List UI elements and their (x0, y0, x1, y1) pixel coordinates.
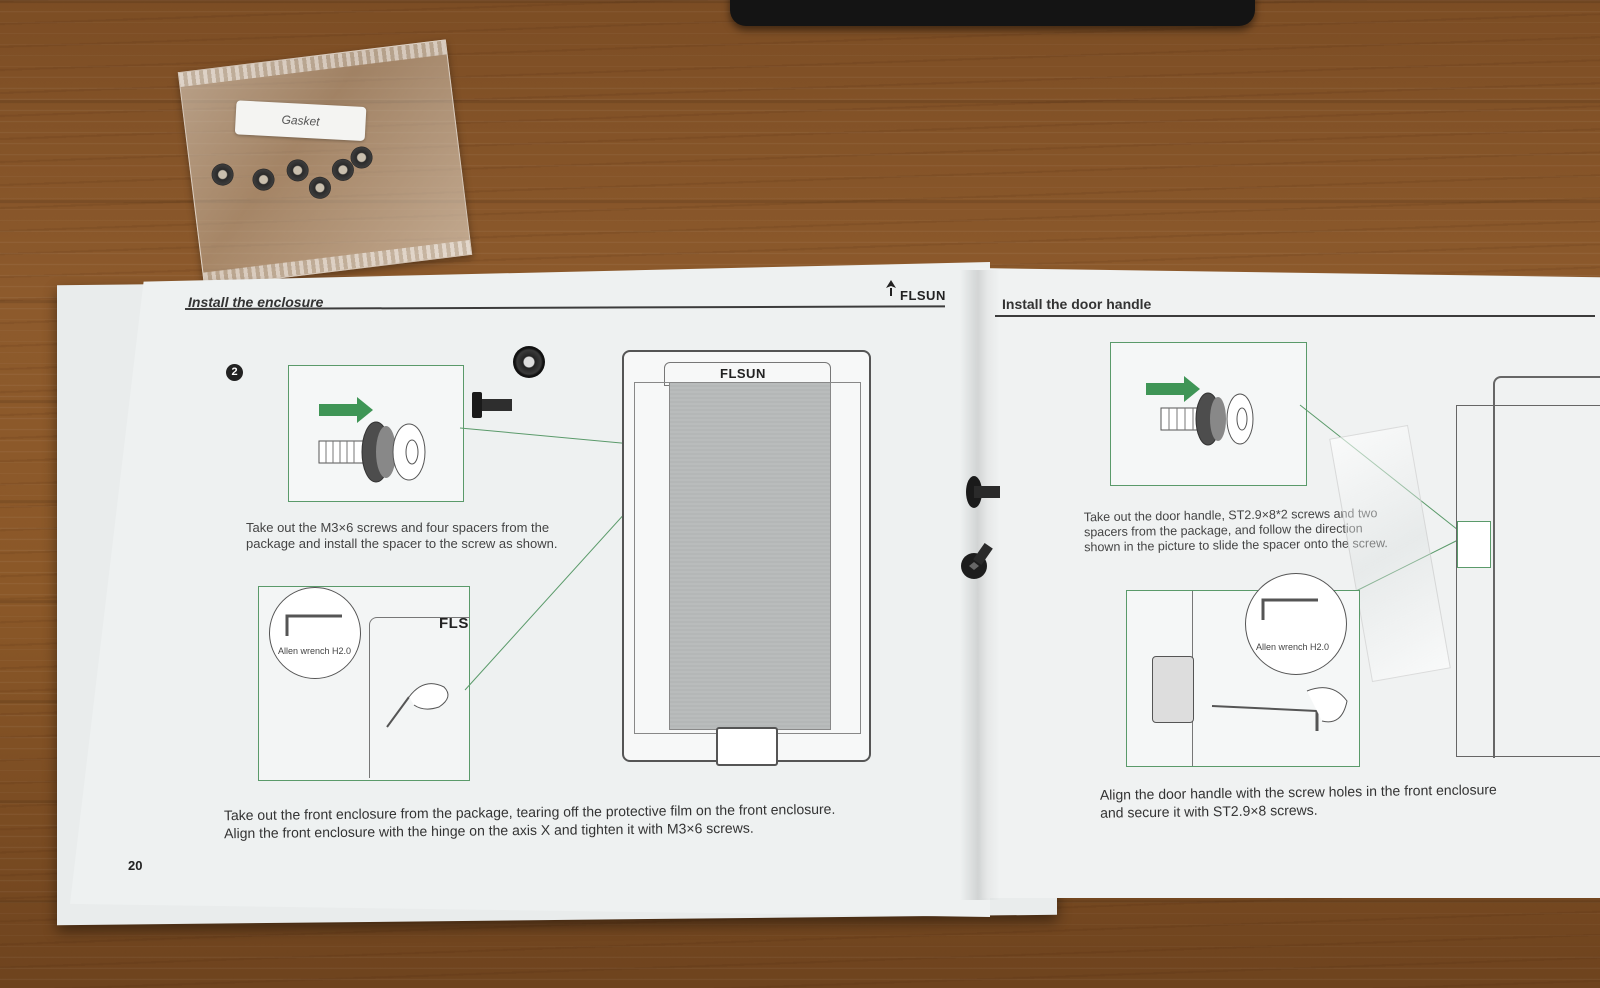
hand-tool-icon (1211, 687, 1348, 731)
gasket-bag: Gasket (177, 39, 473, 288)
washer (285, 158, 310, 183)
washer (251, 167, 276, 192)
allen-wrench-icon (1261, 598, 1318, 620)
screw-spacer-icon (318, 421, 426, 483)
printer-side-view (1456, 376, 1600, 758)
loose-washer (513, 346, 545, 378)
door-handle-detail-illustration: Allen wrench H2.0 (1126, 573, 1360, 767)
loose-screw-icon (961, 542, 993, 579)
instruction-line: package and install the spacer to the sc… (246, 536, 558, 551)
hand-tool-icon (386, 683, 449, 728)
screw-spacer-icon (1160, 392, 1254, 446)
booklet-spine (960, 270, 1000, 900)
washer (307, 175, 333, 201)
page-number: 20 (128, 858, 143, 873)
printer-glass-door (669, 382, 831, 730)
loose-screw-icon (472, 392, 512, 418)
right-page-header: Install the door handle (1002, 296, 1152, 312)
printer-front-enclosure: FLSUN (622, 350, 871, 766)
enclosure-corner-detail (369, 617, 470, 778)
door-handle-spacer-illustration (1110, 342, 1307, 486)
allen-wrench-icon (285, 614, 342, 636)
wrench-callout-circle: Allen wrench H2.0 (269, 587, 361, 679)
left-caption: Take out the front enclosure from the pa… (224, 800, 836, 842)
loose-screw-icon (966, 476, 1000, 508)
instruction-line: Take out the M3×6 screws and four spacer… (246, 520, 550, 535)
gasket-label: Gasket (234, 100, 367, 142)
left-page-header: Install the enclosure (188, 294, 324, 310)
printer-side-frame (1493, 376, 1600, 758)
flsun-logo-icon (885, 280, 897, 298)
green-arrow-icon (319, 397, 373, 423)
washer (210, 162, 235, 187)
wrench-callout-circle: Allen wrench H2.0 (1245, 573, 1347, 675)
green-arrow-icon (1146, 376, 1200, 402)
right-caption: Align the door handle with the screw hol… (1100, 780, 1497, 822)
printer-logo: FLSUN (720, 366, 766, 381)
wrench-label: Allen wrench H2.0 (1256, 642, 1330, 652)
door-handle-callout (1457, 521, 1491, 568)
right-header-rule (995, 315, 1595, 317)
left-page-logo: FLSUN (900, 288, 946, 303)
detail-logo: FLS (439, 615, 469, 632)
dark-object-top (730, 0, 1255, 26)
wrench-label: Allen wrench H2.0 (278, 646, 352, 656)
printer-screen (716, 727, 778, 766)
door-handle-part (1152, 656, 1194, 723)
spacer-illustration (288, 365, 464, 502)
left-instruction-1: Take out the M3×6 screws and four spacer… (246, 520, 606, 552)
step-badge: 2 (226, 364, 243, 381)
wrench-detail-illustration: Allen wrench H2.0 FLS (258, 586, 470, 781)
